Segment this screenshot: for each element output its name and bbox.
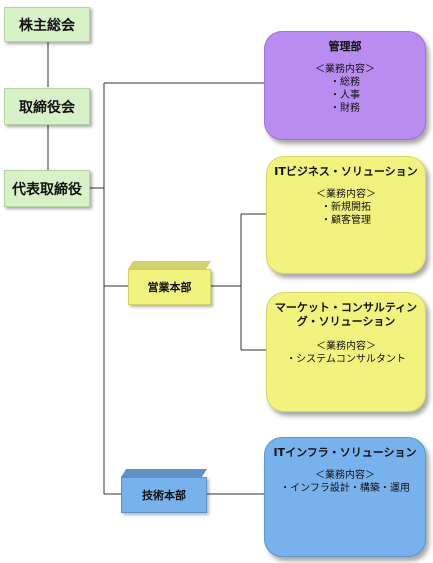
it-business-work-heading: ＜業務内容＞: [316, 189, 376, 200]
it-infra-title: ITインフラ・ソリューション: [273, 446, 417, 459]
tech-plate-top: [121, 469, 207, 477]
shareholders-meeting-label: 株主総会: [19, 17, 75, 34]
market-consulting-card: マーケット・コンサルティン グ・ソリューション ＜業務内容＞ ・システムコンサル…: [266, 292, 426, 412]
it-business-item: ・新規開拓: [321, 202, 371, 213]
market-consulting-title-line2: グ・ソリューション: [296, 315, 396, 328]
it-infra-card: ITインフラ・ソリューション ＜業務内容＞ ・インフラ設計・構築・運用: [264, 437, 426, 557]
it-infra-work-heading: ＜業務内容＞: [315, 470, 375, 481]
it-business-title: ITビジネス・ソリューション: [274, 165, 418, 178]
sales-division-label: 営業本部: [147, 281, 192, 294]
sales-division-plate: 営業本部: [128, 261, 211, 305]
admin-dept-title: 管理部: [328, 40, 362, 53]
tech-division-label: 技術本部: [142, 489, 186, 502]
it-business-card: ITビジネス・ソリューション ＜業務内容＞ ・新規開拓 ・顧客管理: [266, 156, 426, 274]
sales-plate-front: 営業本部: [128, 269, 211, 305]
tech-plate-front: 技術本部: [121, 477, 207, 513]
it-infra-item: ・インフラ設計・構築・運用: [280, 483, 410, 494]
representative-director-label: 代表取締役: [12, 181, 82, 198]
shareholders-meeting-box: 株主総会: [4, 7, 90, 42]
tech-division-plate: 技術本部: [121, 469, 207, 513]
admin-item: ・総務: [330, 77, 360, 88]
board-of-directors-box: 取締役会: [4, 88, 90, 125]
admin-item: ・人事: [330, 90, 360, 101]
representative-director-box: 代表取締役: [4, 170, 90, 207]
it-business-item: ・顧客管理: [321, 215, 371, 226]
market-consulting-title-line1: マーケット・コンサルティン: [274, 301, 418, 314]
admin-item: ・財務: [330, 103, 360, 114]
sales-plate-top: [128, 261, 211, 269]
admin-dept-card: 管理部 ＜業務内容＞ ・総務 ・人事 ・財務: [264, 31, 426, 140]
board-of-directors-label: 取締役会: [19, 99, 75, 116]
market-consulting-item: ・システムコンサルタント: [286, 354, 406, 365]
admin-work-heading: ＜業務内容＞: [315, 64, 375, 75]
market-consulting-work-heading: ＜業務内容＞: [316, 341, 376, 352]
market-consulting-title: マーケット・コンサルティン グ・ソリューション: [267, 301, 425, 329]
